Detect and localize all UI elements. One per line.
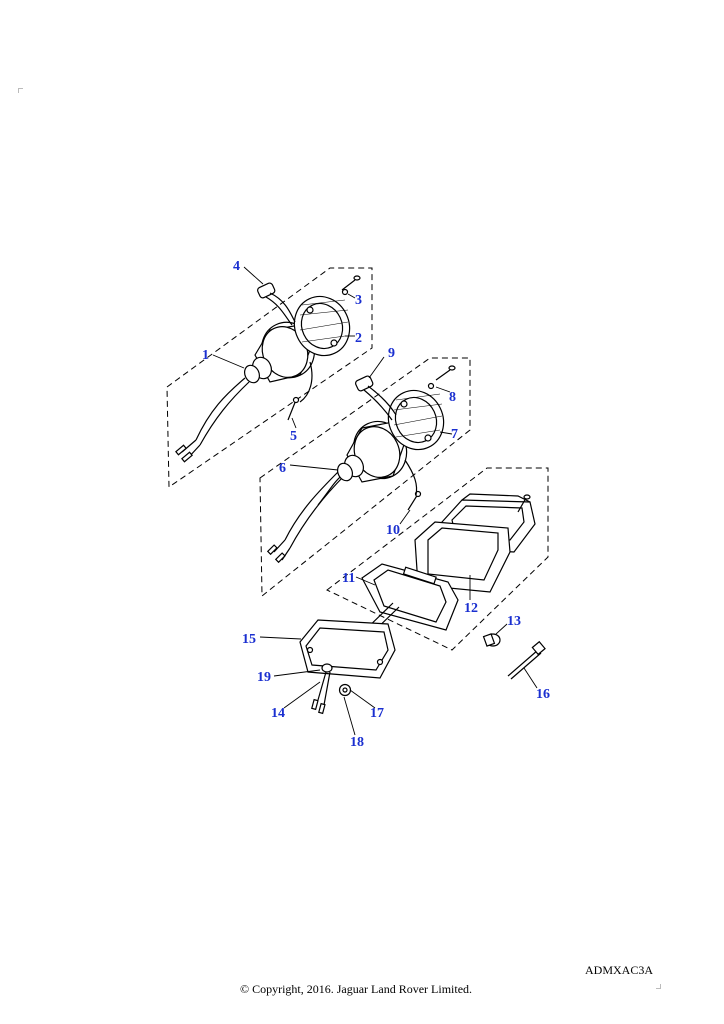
lamp-assembly-2 (266, 365, 456, 564)
callout-5: 5 (290, 429, 297, 444)
callout-11: 11 (342, 571, 355, 586)
callout-17: 17 (370, 706, 384, 721)
callout-4: 4 (233, 259, 240, 274)
callout-labels: 1 2 3 4 5 6 7 8 9 10 11 12 13 14 15 16 1… (202, 259, 550, 750)
callout-19: 19 (257, 670, 271, 685)
callout-10: 10 (386, 523, 400, 538)
plate-lamp-assembly (299, 493, 546, 715)
callout-12: 12 (464, 601, 478, 616)
callout-9: 9 (388, 346, 395, 361)
callout-8: 8 (449, 390, 456, 405)
callout-13: 13 (507, 614, 521, 629)
callout-14: 14 (271, 706, 285, 721)
callout-1: 1 (202, 348, 209, 363)
group-boundary-lamp-1 (166, 267, 373, 488)
callout-15: 15 (242, 632, 256, 647)
callout-16: 16 (536, 687, 550, 702)
group-boundary-lamp-2 (259, 357, 471, 598)
callout-3: 3 (355, 293, 362, 308)
callout-6: 6 (279, 461, 286, 476)
diagram-reference-code: ADMXAC3A (584, 963, 653, 977)
leader-lines (212, 266, 538, 736)
corner-mark-top-left (18, 88, 23, 93)
callout-7: 7 (451, 427, 458, 442)
callout-2: 2 (355, 331, 362, 346)
callout-18: 18 (350, 735, 364, 750)
lamp-assembly-1 (175, 275, 361, 463)
copyright-notice: © Copyright, 2016. Jaguar Land Rover Lim… (239, 982, 473, 996)
